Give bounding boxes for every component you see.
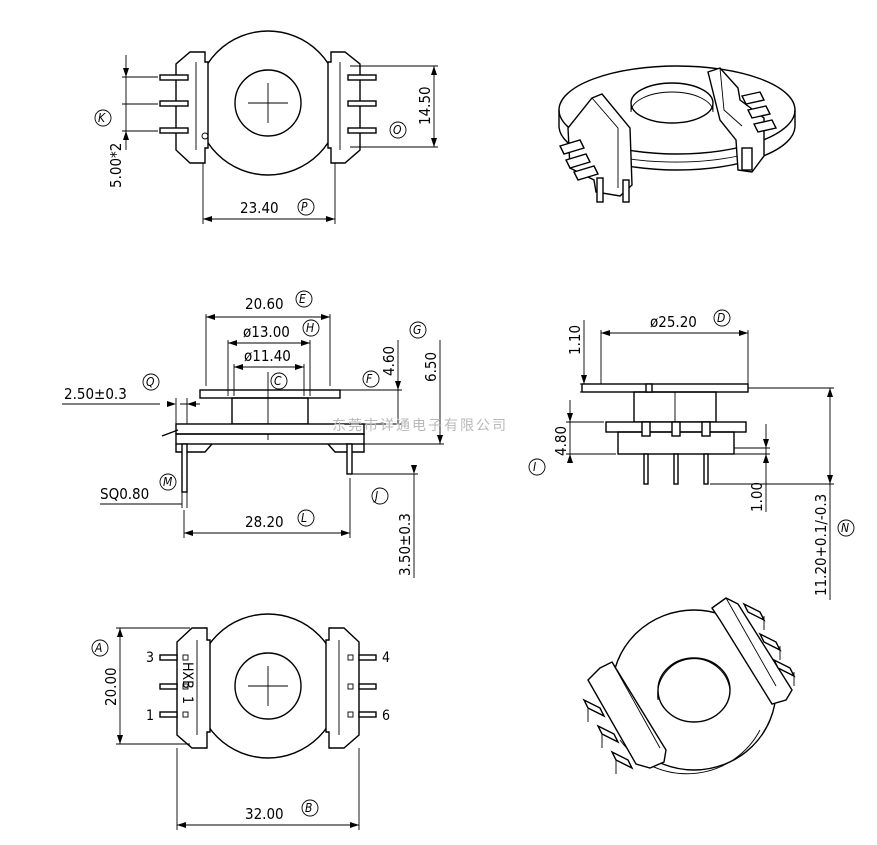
tag-d: D (717, 311, 725, 325)
dim-e: 20.60 (245, 295, 284, 313)
pin-3: 3 (146, 650, 154, 666)
tag-j: J (373, 489, 378, 503)
dim-d: ø25.20 (650, 313, 697, 331)
dim-1-10: 1.10 (566, 325, 584, 355)
dim-a: 20.00 (102, 667, 120, 706)
pin-6: 6 (382, 708, 390, 724)
tag-b: B (305, 801, 312, 815)
tag-a: A (94, 641, 102, 655)
dim-j: 3.50±0.3 (396, 513, 414, 576)
tag-o: O (393, 123, 402, 137)
dim-f: 4.60 (380, 346, 398, 376)
pin-1: 1 (146, 708, 154, 724)
dim-b: 32.00 (245, 805, 284, 823)
top-view: 5.00*2 K 14.50 O 23.40 P (94, 30, 438, 224)
tag-c: C (274, 374, 282, 388)
tag-g: G (413, 323, 421, 337)
dim-i: 4.80 (552, 426, 570, 456)
mark-hxb: HXB (179, 662, 195, 689)
tag-i: I (533, 460, 536, 474)
dim-q: 2.50±0.3 (64, 385, 127, 403)
tag-h: H (306, 321, 314, 335)
dim-m: SQ0.80 (100, 485, 149, 503)
iso-view-bottom (582, 597, 796, 775)
dim-height: 14.50 (416, 86, 434, 125)
tag-f: F (366, 372, 373, 386)
pin-4: 4 (382, 650, 390, 666)
dim-c: ø11.40 (244, 347, 291, 365)
tag-p: P (301, 200, 308, 214)
tag-n: N (841, 521, 849, 535)
tag-e: E (299, 292, 306, 306)
tag-l: L (301, 511, 307, 525)
dim-width: 23.40 (240, 199, 279, 217)
dim-pitch: 5.00*2 (107, 143, 125, 188)
dim-l: 28.20 (245, 513, 284, 531)
tag-k: K (98, 111, 106, 125)
dim-1-00: 1.00 (748, 482, 766, 512)
dim-h: ø13.00 (243, 323, 290, 341)
tag-m: M (163, 475, 173, 489)
tag-q: Q (146, 375, 155, 389)
bottom-view: HXB 1 3 1 4 6 20.00 A 32.00 B (91, 613, 390, 830)
iso-view-top (558, 65, 796, 203)
front-view: 20.60 E ø13.00 H ø11.40 C 2.50±0.3 Q (62, 290, 444, 578)
side-view: ø25.20 D 1.10 4.80 I 1.00 11.20+0.1/-0.3… (528, 309, 855, 600)
dim-n: 11.20+0.1/-0.3 (812, 494, 830, 596)
mark-one: 1 (179, 696, 195, 704)
watermark: 东莞市详通电子有限公司 (332, 417, 508, 434)
dim-g: 6.50 (422, 352, 440, 382)
